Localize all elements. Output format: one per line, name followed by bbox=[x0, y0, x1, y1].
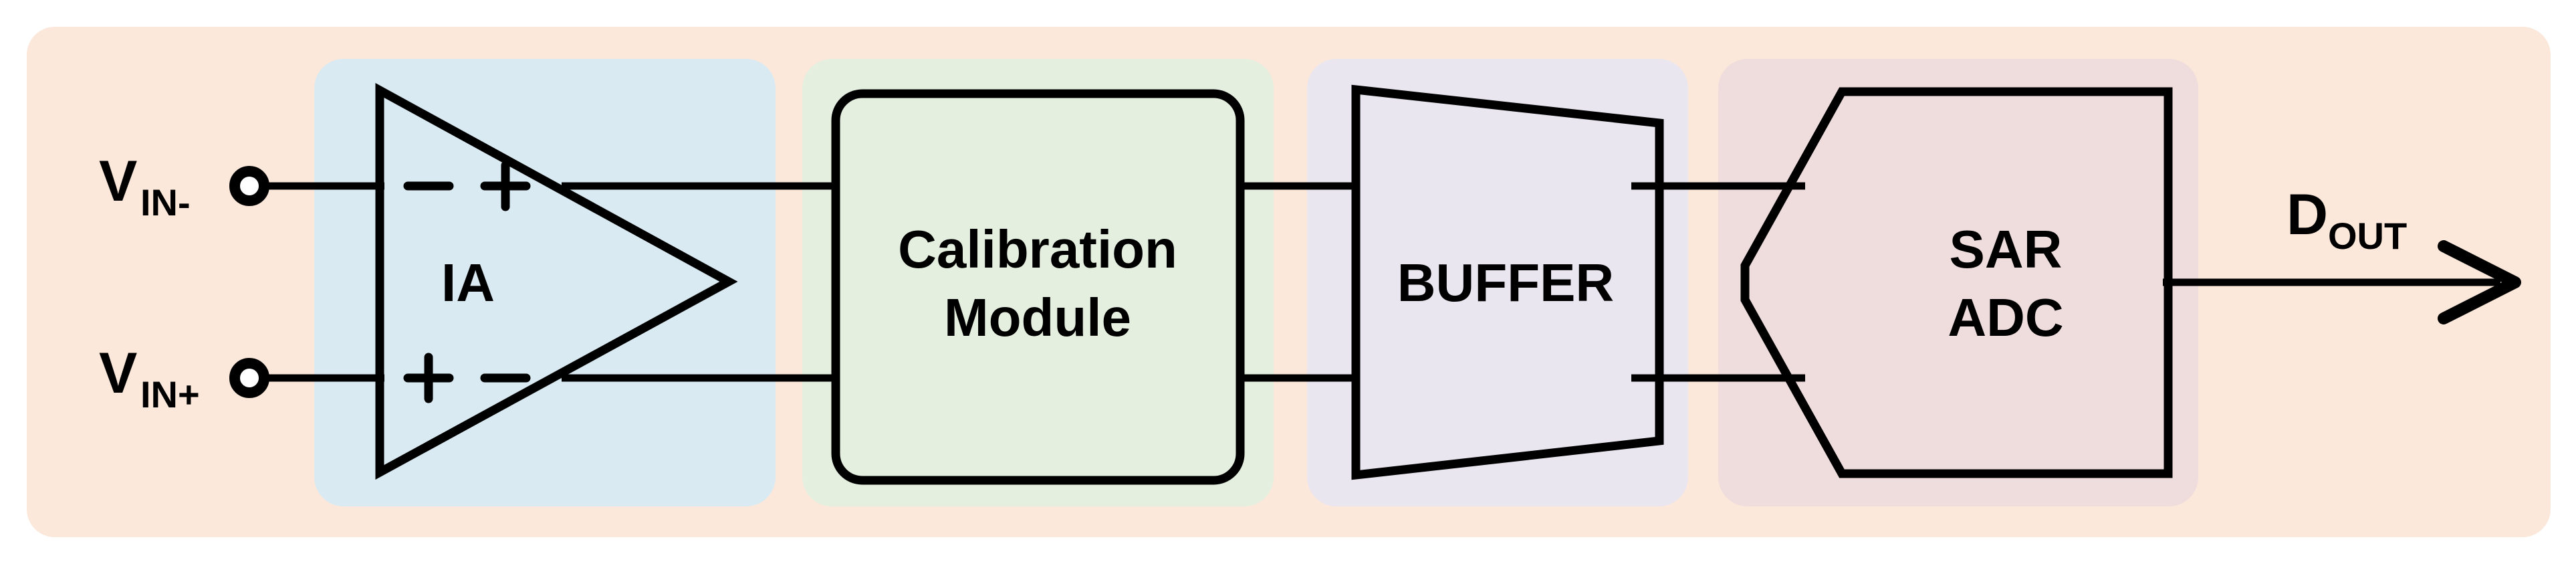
ia-triangle-shape[interactable] bbox=[375, 83, 738, 480]
dout-label: D bbox=[2287, 183, 2328, 247]
buffer-stage-panel bbox=[1307, 59, 1688, 506]
buffer-trapezoid-shape[interactable] bbox=[1351, 84, 1664, 480]
buffer-label: BUFFER bbox=[1397, 253, 1614, 312]
adc-stage-panel bbox=[1718, 59, 2198, 506]
vin-minus-label: V bbox=[99, 149, 137, 213]
calibration-stage-panel bbox=[802, 59, 1274, 506]
calibration-label-line1: Calibration bbox=[898, 219, 1177, 279]
vin-minus-sublabel: IN- bbox=[140, 181, 191, 223]
vin-minus-terminal-icon[interactable] bbox=[229, 166, 269, 206]
dout-arrow-head-icon bbox=[2438, 240, 2521, 324]
ia-label: IA bbox=[441, 253, 495, 312]
calibration-label-line2: Module bbox=[944, 288, 1131, 347]
sar-adc-label-line1: SAR bbox=[1950, 219, 2063, 279]
dout-sublabel: OUT bbox=[2328, 215, 2407, 257]
vin-plus-label: V bbox=[99, 341, 137, 405]
vin-plus-terminal-icon[interactable] bbox=[229, 358, 269, 398]
sar-adc-shape[interactable] bbox=[1740, 87, 2173, 478]
calibration-module-shape[interactable] bbox=[831, 89, 1245, 485]
vin-plus-sublabel: IN+ bbox=[140, 373, 200, 415]
sar-adc-label-line2: ADC bbox=[1948, 288, 2063, 347]
